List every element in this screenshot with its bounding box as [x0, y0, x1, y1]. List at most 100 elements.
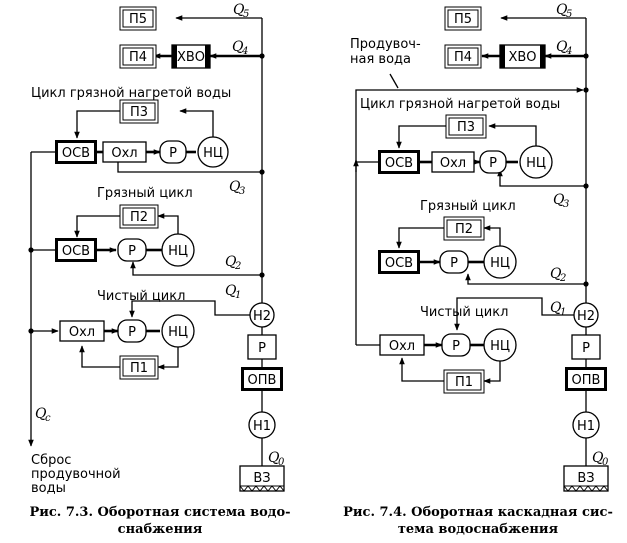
- left-p2-box: П2: [119, 204, 159, 229]
- box-label: П4: [129, 50, 147, 65]
- right-nc-c-pump: НЦ: [483, 328, 517, 362]
- right-figure-caption: тема водоснабжения: [398, 522, 559, 537]
- left-q0-sub: 0: [278, 457, 285, 468]
- left-hot-p3-osv: [74, 110, 120, 139]
- right-diagram: П5 П4 ХВО Продувоч- ная вода Цикл грязно…: [343, 2, 613, 537]
- right-figure-caption: Рис. 7.4. Оборотная каскадная сис-: [343, 505, 613, 520]
- left-discharge-label: Сброс: [31, 453, 71, 468]
- left-q1-sub: 1: [235, 290, 241, 301]
- left-vz-intake: ВЗ: [239, 465, 285, 492]
- right-clean-p1-ohl: [399, 357, 444, 382]
- box-label: П5: [454, 12, 472, 27]
- left-nc-b-pump: НЦ: [161, 233, 195, 267]
- left-clean-p1-ohl: [79, 345, 120, 368]
- left-nc-a-pump: НЦ: [197, 136, 229, 168]
- right-q4-label: Q: [556, 39, 568, 55]
- left-p1-box: П1: [119, 355, 159, 380]
- box-label: Р: [128, 325, 136, 340]
- left-q5-sub: 5: [243, 9, 249, 20]
- right-purge-line: [355, 87, 584, 345]
- left-clean-nc-p1: [157, 347, 179, 370]
- box-label: Охл: [111, 146, 137, 161]
- right-p4-box: П4: [444, 44, 482, 69]
- junction-dot: [259, 272, 265, 278]
- right-purge-leader: [389, 73, 399, 89]
- junction-dot: [259, 169, 265, 175]
- right-q2-sub: 2: [559, 273, 566, 284]
- left-q5-label: Q: [233, 2, 245, 18]
- right-q5-sub: 5: [566, 9, 572, 20]
- left-dirty-nc-p2: [157, 213, 179, 234]
- left-discharge-label: продувочной: [31, 467, 121, 482]
- box-label: П3: [130, 105, 148, 120]
- right-q0-label: Q: [592, 450, 604, 466]
- right-ohl-c-box: Охл: [379, 334, 425, 356]
- box-label: Н2: [253, 309, 271, 324]
- box-label: Р: [258, 341, 266, 356]
- right-q3-label: Q: [553, 192, 565, 208]
- left-r-c-pump: Р: [117, 319, 147, 343]
- box-label: Н2: [577, 309, 595, 324]
- right-cycle-hot-label: Цикл грязной нагретой воды: [360, 97, 560, 112]
- junction-dot: [583, 183, 589, 189]
- right-q1-sub: 1: [560, 307, 566, 318]
- right-purge-label: ная вода: [350, 52, 411, 67]
- box-label: Р: [452, 339, 460, 354]
- right-p3-box: П3: [445, 114, 487, 139]
- right-hvo-box: ХВО: [499, 44, 546, 69]
- box-label: НЦ: [168, 244, 188, 259]
- right-r-b-pump: Р: [439, 250, 469, 274]
- left-osv-a-box: ОСВ: [55, 140, 97, 164]
- right-cycle-dirty-label: Грязный цикл: [420, 199, 516, 214]
- box-label: ОСВ: [62, 146, 90, 161]
- left-cycle-clean-label: Чистый цикл: [97, 289, 185, 304]
- left-p5-box: П5: [119, 6, 157, 31]
- left-figure-caption: снабжения: [118, 522, 203, 537]
- box-label: ХВО: [508, 50, 536, 65]
- right-n2-pump: Н2: [573, 302, 599, 328]
- left-q4-sub: 4: [241, 46, 248, 57]
- left-osv-b-box: ОСВ: [55, 238, 97, 262]
- left-nc-c-pump: НЦ: [161, 314, 195, 348]
- box-label: Р: [450, 256, 458, 271]
- box-label: Р: [489, 156, 497, 171]
- left-r-a-pump: Р: [159, 140, 187, 164]
- left-q0-label: Q: [268, 450, 280, 466]
- box-label: П1: [130, 361, 148, 376]
- left-dirty-p2-osv: [74, 215, 120, 238]
- box-label: Охл: [389, 339, 415, 354]
- left-qc-label: Q: [35, 406, 47, 422]
- right-q0-sub: 0: [602, 457, 609, 468]
- box-label: ОПВ: [572, 373, 601, 388]
- box-label: Р: [169, 146, 177, 161]
- left-p4-box: П4: [119, 44, 157, 69]
- left-cycle-dirty-label: Грязный цикл: [97, 186, 193, 201]
- left-r-b-pump: Р: [117, 238, 147, 262]
- right-osv-b-box: ОСВ: [378, 250, 420, 274]
- right-flow-q2: [465, 273, 586, 285]
- right-cycle-clean-label: Чистый цикл: [420, 305, 508, 320]
- box-label: ОСВ: [62, 244, 90, 259]
- left-n1-pump: Н1: [248, 411, 276, 439]
- box-label: НЦ: [490, 339, 510, 354]
- box-label: П1: [455, 375, 473, 390]
- right-opv-box: ОПВ: [565, 367, 607, 391]
- box-label: П4: [454, 50, 472, 65]
- right-q2-label: Q: [550, 266, 562, 282]
- junction-dot: [259, 53, 265, 59]
- right-r-a-pump: Р: [479, 150, 507, 174]
- box-label: НЦ: [203, 146, 223, 161]
- box-label: ХВО: [177, 50, 205, 65]
- box-label: НЦ: [168, 325, 188, 340]
- left-p3-box: П3: [119, 99, 159, 124]
- right-flow-q3: [497, 169, 586, 187]
- left-q2-label: Q: [225, 254, 237, 270]
- right-dirty-p2-osv: [396, 227, 444, 249]
- right-q4-sub: 4: [565, 46, 572, 57]
- box-label: ОПВ: [248, 373, 277, 388]
- right-q3-sub: 3: [563, 199, 569, 210]
- left-flow-q2: [130, 261, 262, 276]
- right-purge-label: Продувоч-: [350, 37, 421, 52]
- left-cycle-hot-label: Цикл грязной нагретой воды: [31, 86, 231, 101]
- box-label: П5: [129, 12, 147, 27]
